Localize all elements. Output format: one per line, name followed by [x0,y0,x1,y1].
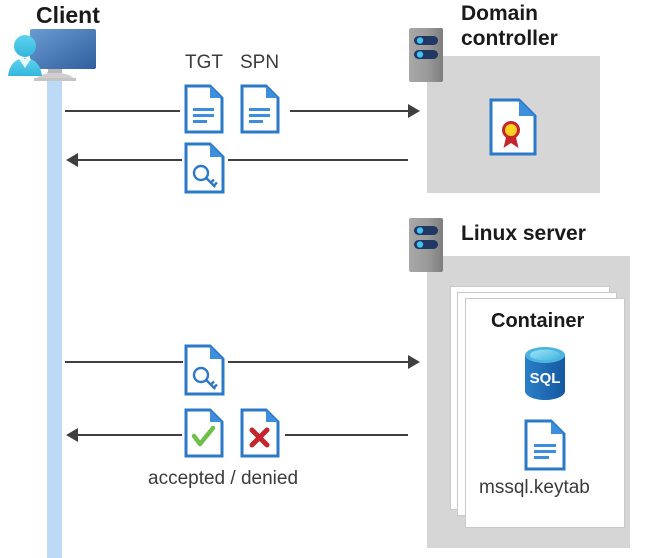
tgt-label: TGT [185,52,223,73]
sql-icon-text: SQL [530,370,561,387]
linux-server-title: Linux server [461,222,586,245]
ticket-key-document-icon [184,142,226,194]
accepted-denied-caption: accepted / denied [148,468,299,489]
cross-document-icon [240,408,280,458]
flow-line-result-right [285,434,408,436]
flow-line-present-right [228,361,408,363]
container-title: Container [491,310,585,332]
container-card-front [465,298,625,528]
client-title: Client [36,2,100,28]
domain-controller-server-icon [409,28,443,82]
linux-server-server-icon [409,218,443,272]
client-lifeline [47,72,62,558]
server-rack-icon [409,218,443,272]
flow-arrowhead-to-linux-server [408,355,420,369]
keytab-icon [524,419,566,471]
spn-document-icon [240,84,280,134]
sql-icon: SQL [521,345,569,401]
tgt-document-icon [184,84,224,134]
user-monitor-icon [8,29,96,81]
accepted-icon [184,408,224,458]
flow-arrowhead-to-client-result [66,428,78,442]
spn-label: SPN [240,52,280,73]
present-key-document-icon [184,344,226,396]
server-rack-icon [409,28,443,82]
flow-arrowhead-to-client-ticket [66,153,78,167]
flow-line-present-left [65,361,183,363]
flow-line-ticket-left [78,159,182,161]
flow-line-result-left [78,434,182,436]
document-icon [524,419,566,471]
dc-title-line2: controller [461,26,558,50]
certificate-document-icon [489,98,537,156]
check-document-icon [184,408,224,458]
client-icon [8,24,108,84]
certificate-icon [489,98,537,156]
flow-line-ticket-right [228,159,408,161]
keytab-label: mssql.keytab [479,477,590,498]
flow-line-request-right [290,110,408,112]
flow-line-request-left [65,110,180,112]
denied-icon [240,408,280,458]
sql-database-icon: SQL [525,347,565,400]
flow-arrowhead-to-domain-controller [408,104,420,118]
dc-title-line1: Domain [461,2,539,25]
